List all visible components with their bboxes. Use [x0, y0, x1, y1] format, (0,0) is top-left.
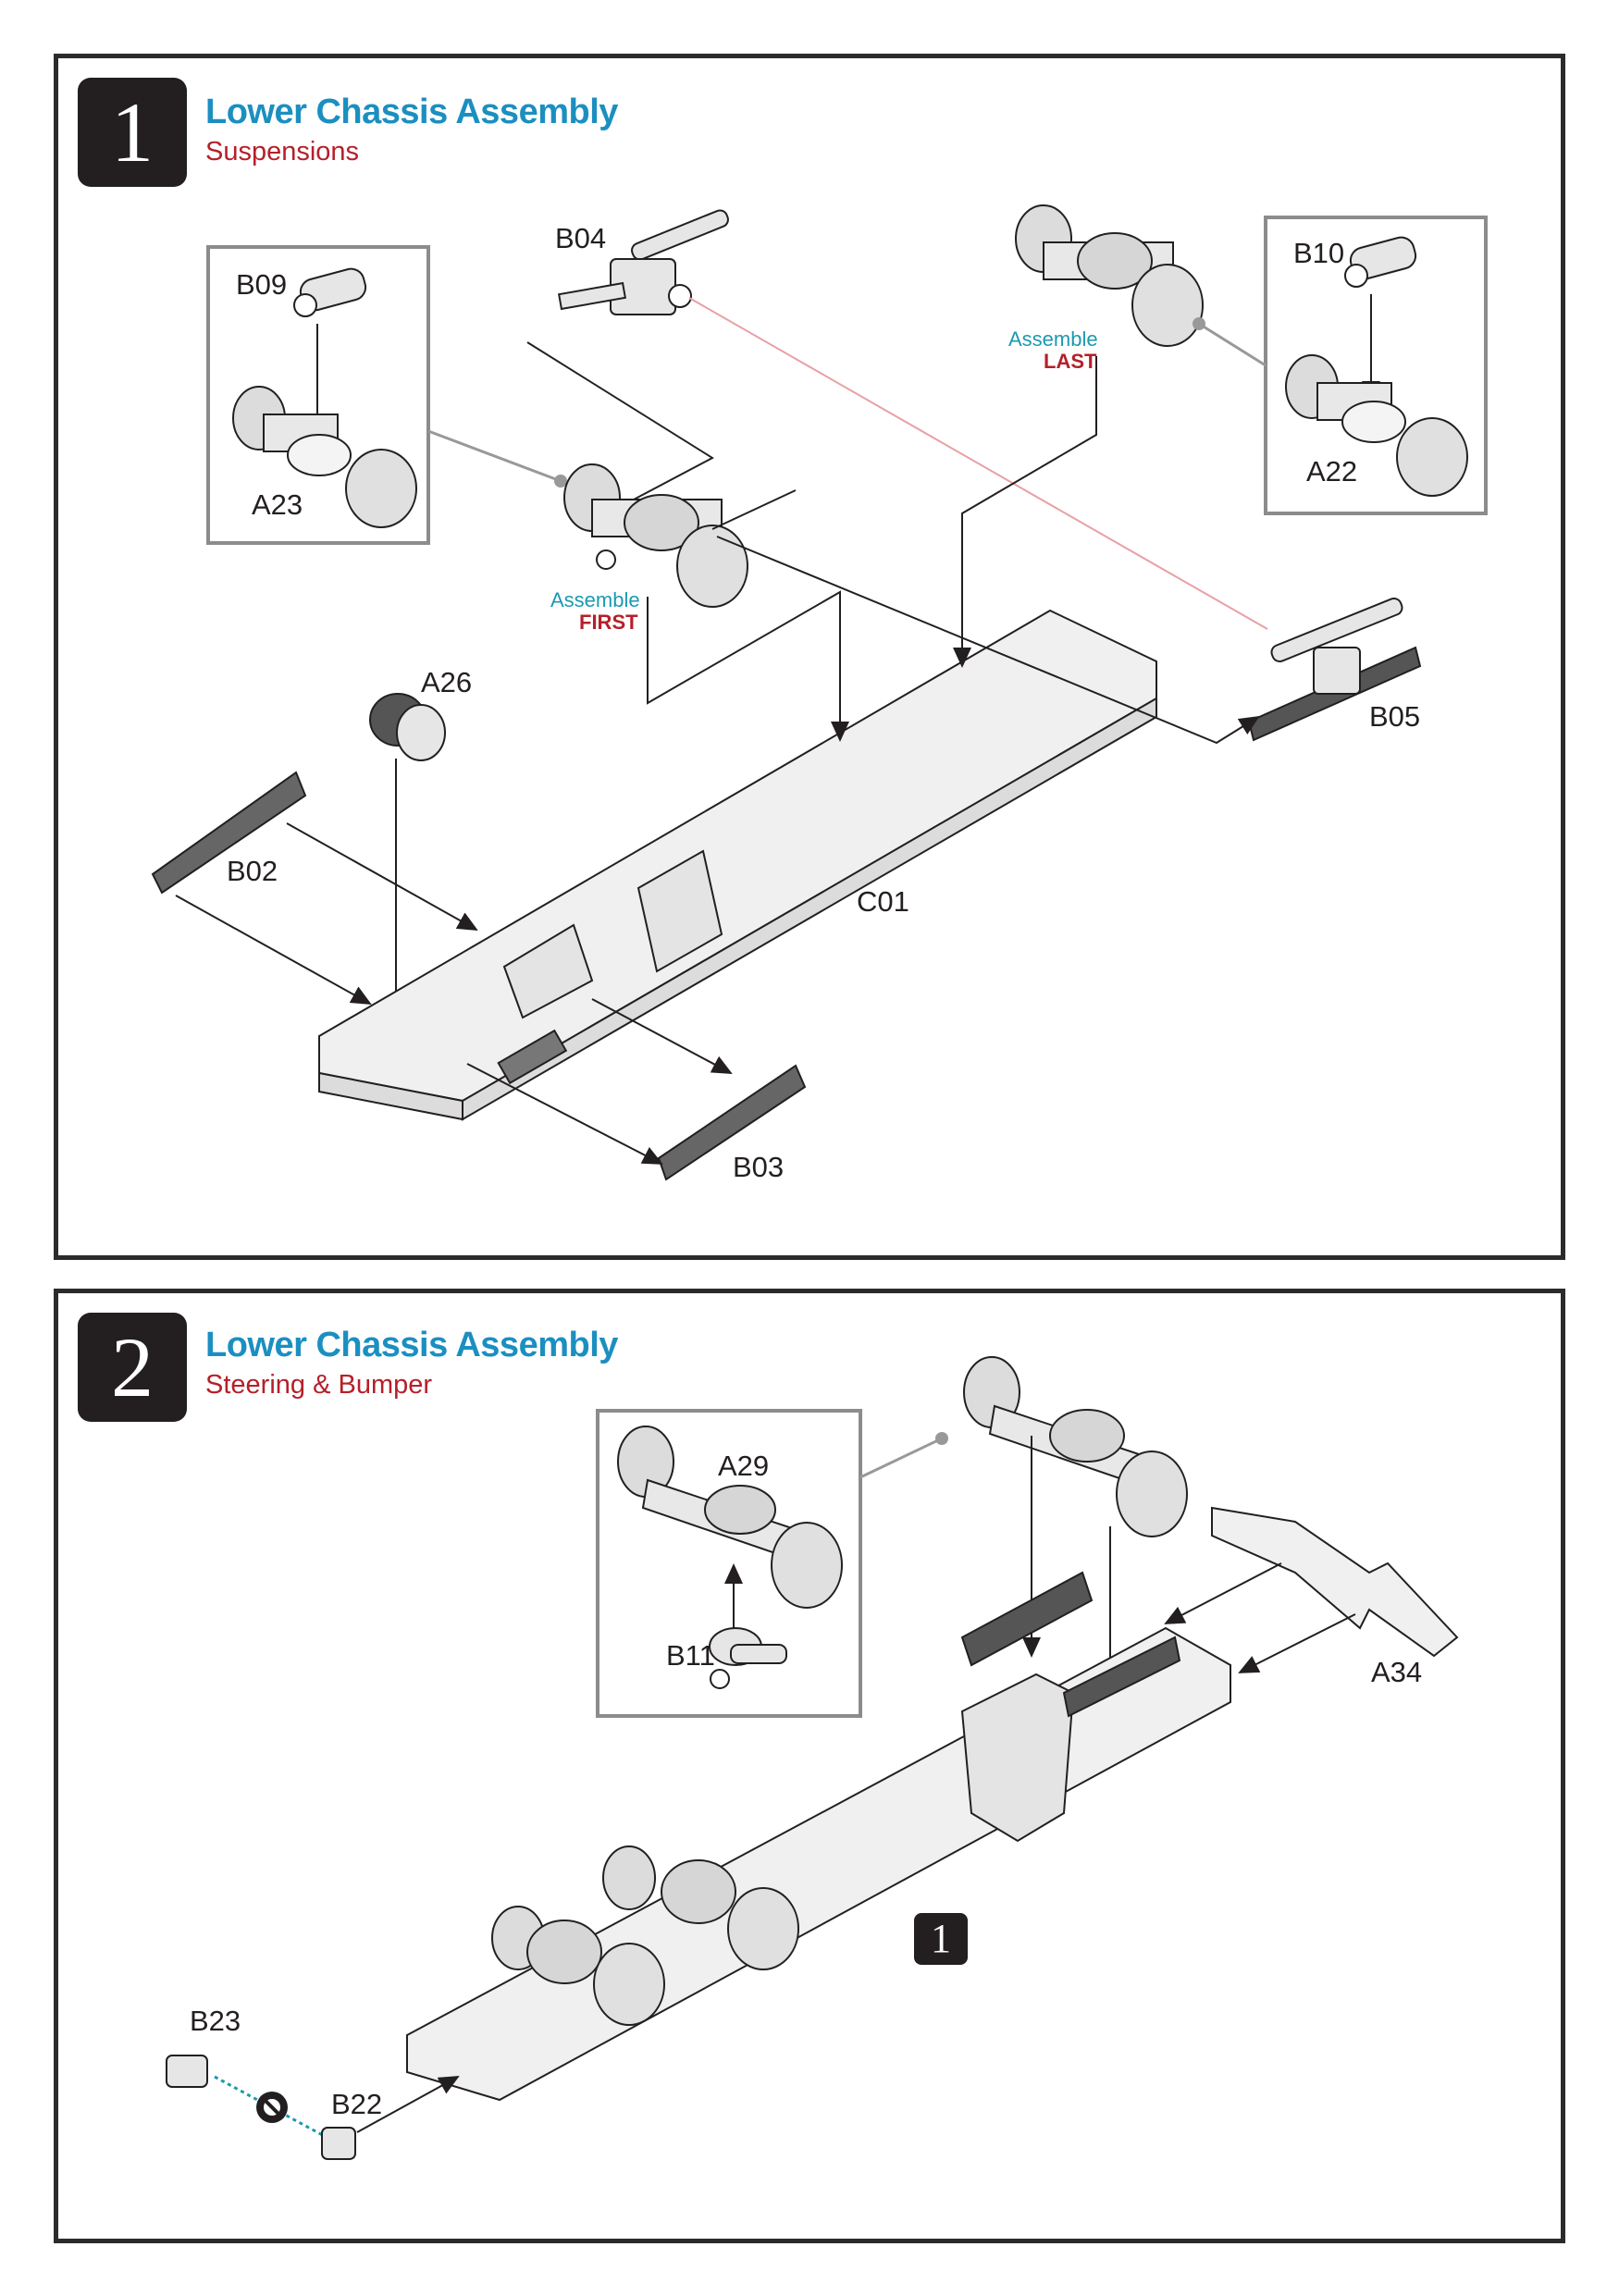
step-1-reference-badge: 1	[914, 1913, 968, 1965]
part-b23-drawing	[166, 2055, 208, 2088]
note-first-emphasis: FIRST	[579, 611, 638, 634]
step-2-title: Lower Chassis Assembly	[205, 1326, 618, 1364]
part-a22-drawing	[1285, 354, 1468, 497]
part-label-c01: C01	[857, 885, 909, 918]
part-b04-drawing	[557, 209, 729, 315]
part-label-a23: A23	[252, 488, 303, 521]
part-label-b11: B11	[666, 1639, 715, 1672]
chassis-assembled-drawing	[406, 1571, 1231, 2102]
part-label-b03: B03	[733, 1151, 784, 1183]
subassembly-box-a23: B09 A23	[206, 245, 430, 545]
step-1-number: 1	[78, 78, 187, 187]
note-last-emphasis: LAST	[1044, 350, 1097, 373]
part-b02-drawing	[151, 771, 307, 895]
part-label-a29: A29	[718, 1450, 769, 1482]
part-label-b02: B02	[227, 855, 278, 887]
part-label-a26: A26	[421, 666, 472, 698]
axle-first-drawing	[563, 463, 748, 608]
subassembly-box-a22: B10 A22	[1264, 216, 1488, 515]
part-label-b10: B10	[1293, 237, 1344, 269]
part-b03-drawing	[657, 1064, 807, 1181]
part-label-b09: B09	[236, 268, 287, 301]
part-a26-drawing	[369, 693, 446, 761]
part-label-a34: A34	[1371, 1656, 1422, 1688]
part-c01-drawing	[318, 609, 1157, 1121]
axle-assembled-drawing	[963, 1356, 1188, 1537]
part-label-b23: B23	[190, 2005, 241, 2037]
part-b11-drawing	[709, 1627, 787, 1689]
part-a29-drawing	[617, 1426, 843, 1609]
part-label-b22: B22	[331, 2088, 382, 2120]
part-a23-drawing	[232, 386, 417, 528]
part-b10-drawing	[1344, 236, 1417, 288]
axle-last-drawing	[1015, 204, 1204, 347]
part-b09-drawing	[293, 267, 367, 317]
note-first-label: Assemble	[550, 588, 640, 611]
note-last-label: Assemble	[1008, 327, 1098, 351]
step-2-number: 2	[78, 1313, 187, 1422]
part-label-b04: B04	[555, 222, 606, 254]
part-label-b05: B05	[1369, 700, 1420, 733]
step-2-panel	[54, 1289, 1565, 2243]
glue-symbol-icon	[256, 2092, 288, 2123]
part-b22-drawing	[321, 2127, 356, 2160]
step-1-subtitle: Suspensions	[205, 137, 360, 167]
part-label-a22: A22	[1306, 455, 1357, 488]
step-1-title: Lower Chassis Assembly	[205, 93, 618, 131]
subassembly-box-a29: A29 B11	[596, 1409, 862, 1718]
step-2-subtitle: Steering & Bumper	[205, 1370, 433, 1400]
part-a34-drawing	[1211, 1506, 1459, 1658]
